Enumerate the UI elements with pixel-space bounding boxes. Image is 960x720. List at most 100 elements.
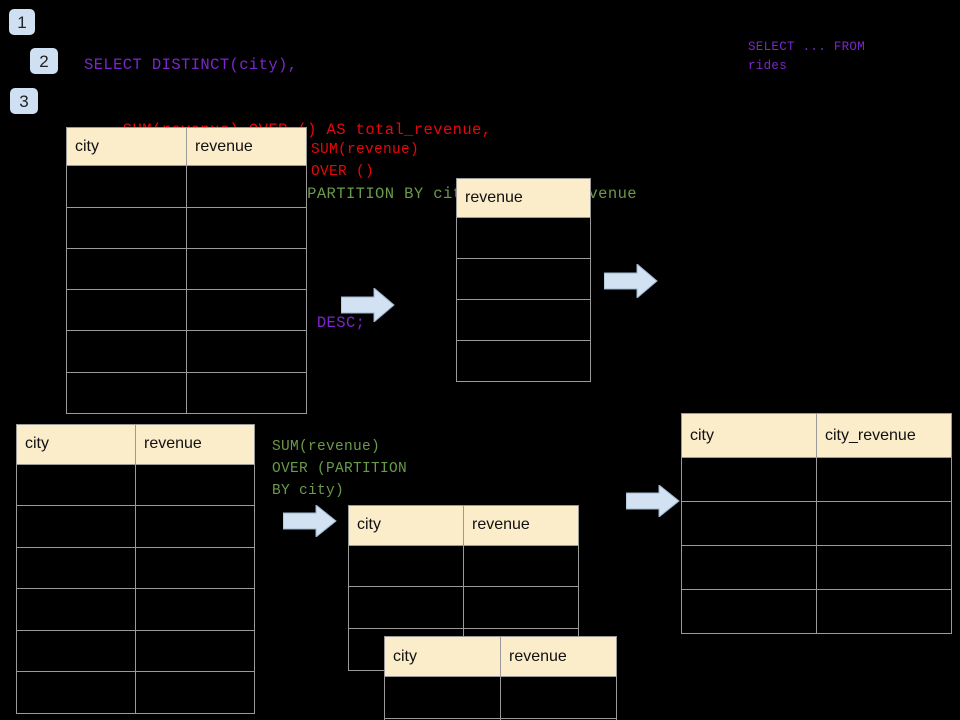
table-cell — [816, 501, 952, 546]
column-header-city-revenue: city_revenue — [816, 413, 952, 458]
table-cell — [66, 371, 187, 415]
table-row — [681, 457, 952, 502]
table-cell — [135, 463, 255, 507]
table-cell — [186, 330, 307, 373]
column-header-city: city — [16, 424, 136, 465]
table-row — [66, 289, 307, 332]
table-cell — [500, 718, 617, 720]
table-row — [456, 217, 591, 259]
column-header-city: city — [66, 126, 187, 167]
column-header-city: city — [384, 636, 501, 677]
step-badge-2: 2 — [30, 48, 58, 74]
arrow-source-to-total — [340, 286, 395, 324]
table-cell — [456, 299, 591, 341]
partition-group-table-back: city revenue — [348, 505, 579, 671]
table-cell — [66, 165, 187, 208]
table-cell — [186, 206, 307, 249]
table-cell — [463, 544, 579, 588]
table-header-row: city revenue — [384, 636, 617, 677]
column-header-revenue: revenue — [456, 178, 591, 218]
table-cell — [66, 206, 187, 249]
table-cell — [16, 463, 136, 507]
table-cell — [348, 586, 464, 630]
arrow-right-icon — [625, 483, 680, 519]
table-row — [681, 589, 952, 634]
arrow-right-icon — [282, 503, 337, 539]
table-cell — [681, 457, 817, 502]
step-badge-3-label: 3 — [19, 91, 29, 111]
table-cell — [681, 545, 817, 590]
table-cell — [186, 165, 307, 208]
column-header-city: city — [348, 505, 464, 546]
table-cell — [16, 629, 136, 673]
table-row — [66, 206, 307, 249]
total-revenue-table: revenue — [456, 178, 591, 382]
table-cell — [66, 247, 187, 291]
table-cell — [135, 671, 255, 714]
table-cell — [500, 676, 617, 719]
table-row — [66, 165, 307, 208]
table-cell — [456, 217, 591, 259]
table-cell — [456, 340, 591, 382]
column-header-city: city — [681, 413, 817, 458]
table-cell — [348, 544, 464, 588]
table-row — [16, 671, 255, 714]
annotation-sum-over-partition: SUM(revenue) OVER (PARTITION BY city) — [272, 439, 408, 499]
table-cell — [456, 258, 591, 300]
step-badge-1: 1 — [9, 9, 35, 35]
table-row — [348, 586, 579, 630]
rides-source-table-top: city revenue — [66, 126, 307, 415]
arrow-total-to-result — [603, 262, 658, 300]
table-cell — [66, 289, 187, 332]
table-cell — [135, 505, 255, 548]
table-cell — [816, 457, 952, 502]
table-row — [681, 545, 952, 590]
table-row — [16, 463, 255, 507]
table-cell — [681, 501, 817, 546]
table-row — [66, 247, 307, 291]
column-header-revenue: revenue — [135, 424, 255, 465]
table-row — [456, 340, 591, 382]
table-cell — [384, 676, 501, 719]
table-header-row: city revenue — [16, 424, 255, 465]
table-cell — [16, 671, 136, 714]
table-header-row: revenue — [456, 178, 591, 218]
table-cell — [16, 588, 136, 631]
rides-source-table-bottom: city revenue — [16, 424, 255, 714]
table-cell — [16, 546, 136, 590]
table-cell — [135, 546, 255, 590]
table-row — [456, 258, 591, 300]
table-cell — [66, 330, 187, 373]
table-cell — [816, 545, 952, 590]
table-cell — [816, 589, 952, 634]
table-cell — [16, 505, 136, 548]
table-row — [384, 676, 617, 719]
table-cell — [135, 629, 255, 673]
table-header-row: city revenue — [66, 126, 307, 167]
partition-group-table-front: city revenue — [384, 636, 617, 720]
sql-line-1: SELECT DISTINCT(city), — [84, 56, 298, 74]
table-row — [16, 588, 255, 631]
table-row — [681, 501, 952, 546]
column-header-revenue: revenue — [463, 505, 579, 546]
table-row — [456, 299, 591, 341]
arrow-source-to-partition — [282, 503, 337, 539]
step-badge-3: 3 — [10, 88, 38, 114]
arrow-partition-to-result — [625, 483, 680, 519]
table-row — [66, 330, 307, 373]
annotation-select-from: SELECT ... FROM rides — [748, 40, 866, 73]
table-cell — [463, 586, 579, 630]
table-cell — [135, 588, 255, 631]
table-cell — [186, 247, 307, 291]
table-row — [16, 546, 255, 590]
column-header-revenue: revenue — [500, 636, 617, 677]
table-header-row: city city_revenue — [681, 413, 952, 458]
column-header-revenue: revenue — [186, 126, 307, 167]
table-cell — [681, 589, 817, 634]
table-cell — [186, 289, 307, 332]
step-badge-1-label: 1 — [17, 12, 27, 32]
table-cell — [186, 371, 307, 415]
table-row — [16, 505, 255, 548]
city-revenue-result-table: city city_revenue — [681, 413, 952, 634]
